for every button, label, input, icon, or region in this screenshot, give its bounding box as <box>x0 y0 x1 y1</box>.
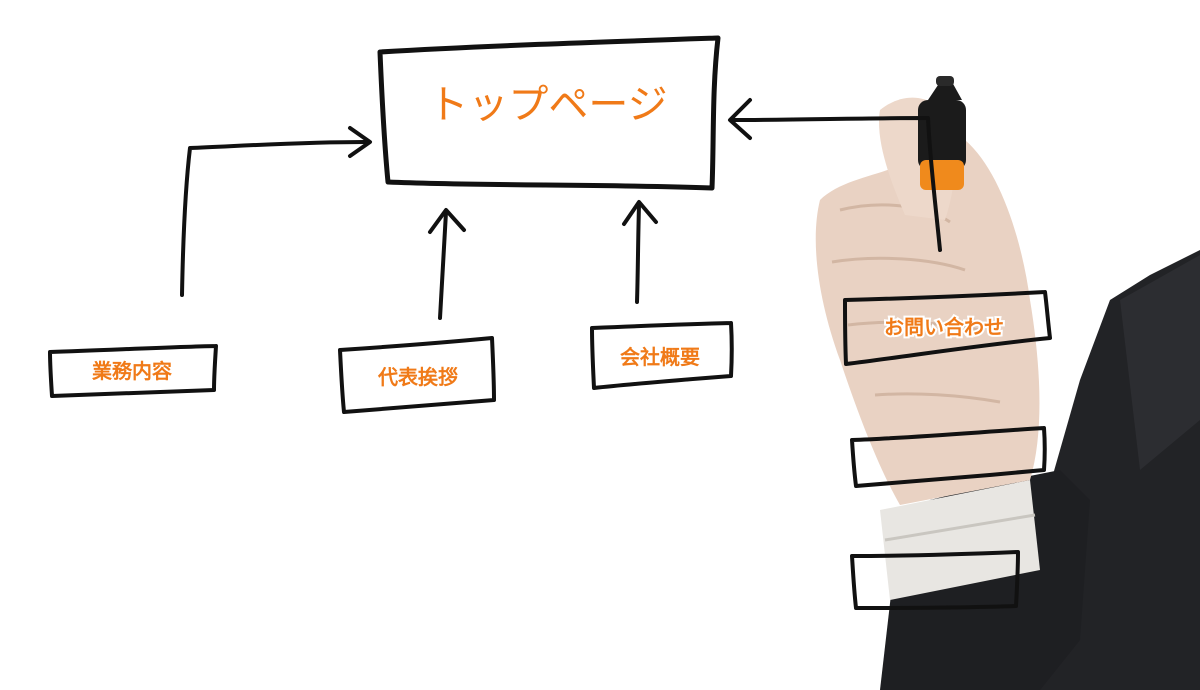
node-company-label: 会社概要 <box>620 345 700 369</box>
arrow-greeting <box>438 210 448 320</box>
node-greeting-label: 代表挨拶 <box>377 365 458 389</box>
node-contact: お問い合わせ <box>843 290 1052 366</box>
empty-box-2 <box>850 550 1020 610</box>
node-greeting: 代表挨拶 <box>338 336 496 414</box>
businessman-illustration <box>815 76 1200 690</box>
node-company: 会社概要 <box>590 321 734 390</box>
top-page-label: トップページ <box>428 82 667 128</box>
arrowhead-company-icon <box>622 200 658 226</box>
arrow-services <box>180 140 367 297</box>
arrowhead-greeting-icon <box>428 208 466 234</box>
top-page-node: トップページ <box>377 35 721 191</box>
node-services: 業務内容 <box>48 344 218 398</box>
arrowhead-contact-icon <box>728 98 752 140</box>
node-contact-label: お問い合わせ <box>884 315 1004 339</box>
arrow-contact <box>731 116 942 252</box>
empty-box-1 <box>850 426 1047 488</box>
marker-pen-icon <box>918 76 966 190</box>
arrowhead-services-icon <box>348 126 372 158</box>
arrow-company <box>635 203 641 304</box>
arrows <box>180 98 942 320</box>
node-services-label: 業務内容 <box>92 359 172 383</box>
